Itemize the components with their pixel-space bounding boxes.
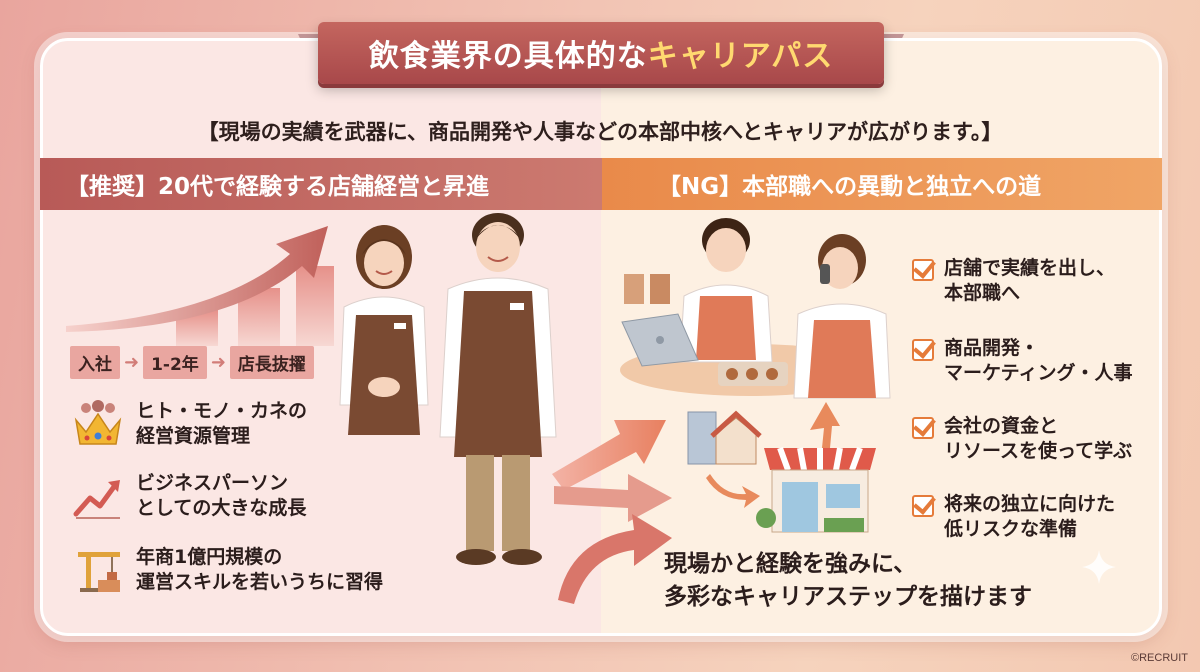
- feature-item: 年商1億円規模の 運営スキルを若いうちに習得: [72, 544, 383, 596]
- bottom-message-line: 現場かと経験を強みに、: [664, 551, 917, 577]
- checklist-line: 会社の資金と: [944, 415, 1059, 437]
- feature-line: 運営スキルを若いうちに習得: [136, 571, 384, 593]
- step-manager: 店長抜擢: [229, 346, 314, 379]
- arrow-right-icon: ➜: [124, 352, 140, 373]
- step-join: 入社: [70, 346, 120, 379]
- construction-crane-icon: [72, 544, 124, 596]
- feature-item: ビジネスパーソン としての大きな成長: [72, 470, 306, 522]
- sparkle-icon: [1082, 550, 1116, 584]
- left-section-header: 【推奨】20代で経験する店舗経営と昇進: [40, 158, 602, 210]
- checklist-item: 将来の独立に向けた 低リスクな準備: [912, 492, 1115, 542]
- feature-line: ヒト・モノ・カネの: [136, 400, 308, 423]
- step-years: 1-2年: [143, 346, 207, 379]
- checklist-line: 商品開発・: [944, 337, 1040, 359]
- page-title: 飲食業界の具体的なキャリアパス: [318, 22, 884, 84]
- right-section-header: 【NG】本部職への異動と独立への道: [602, 158, 1162, 210]
- title-highlight: キャリアパス: [647, 39, 834, 74]
- checklist-item: 商品開発・ マーケティング・人事: [912, 336, 1132, 386]
- checklist-line: 将来の独立に向けた: [944, 493, 1116, 515]
- growth-chart-icon: [72, 470, 124, 522]
- copyright: ©RECRUIT: [1131, 652, 1188, 664]
- title-main: 飲食業界の具体的な: [368, 39, 648, 74]
- feature-line: 年商1億円規模の: [136, 546, 283, 569]
- career-steps: 入社 ➜ 1-2年 ➜ 店長抜擢: [70, 346, 314, 379]
- feature-item: ヒト・モノ・カネの 経営資源管理: [72, 398, 307, 450]
- checklist-line: マーケティング・人事: [944, 362, 1133, 385]
- office-illustration: [620, 218, 891, 399]
- checklist-line: 店舗で実績を出し、: [944, 257, 1116, 279]
- transition-arrows: [552, 420, 672, 604]
- checkbox-checked-icon: [912, 417, 934, 439]
- arrow-right-icon: ➜: [210, 352, 226, 373]
- checklist-line: リソースを使って学ぶ: [944, 440, 1133, 463]
- checkbox-checked-icon: [912, 259, 934, 281]
- shop-illustration: [687, 402, 876, 533]
- content-card: [40, 38, 1162, 636]
- checkbox-checked-icon: [912, 495, 934, 517]
- bottom-message-line: 多彩なキャリアステップを描けます: [664, 584, 1032, 611]
- feature-line: ビジネスパーソン: [136, 472, 289, 495]
- woman-staff-icon: [339, 225, 429, 435]
- crown-icon: [72, 398, 124, 450]
- checklist-line: 本部職へ: [944, 282, 1021, 305]
- feature-line: 経営資源管理: [136, 425, 251, 447]
- feature-line: としての大きな成長: [136, 497, 307, 519]
- checkbox-checked-icon: [912, 339, 934, 361]
- man-staff-icon: [439, 213, 557, 565]
- subtitle: 【現場の実績を武器に、商品開発や人事などの本部中核へとキャリアが広がります。】: [197, 120, 1003, 144]
- checklist-line: 低リスクな準備: [944, 518, 1078, 541]
- checklist-item: 会社の資金と リソースを使って学ぶ: [912, 414, 1132, 464]
- checklist-item: 店舗で実績を出し、 本部職へ: [912, 256, 1115, 306]
- growth-arrow-illustration: [66, 226, 334, 346]
- staff-illustration: [339, 213, 557, 565]
- bottom-message: 現場かと経験を強みに、 多彩なキャリアステップを描けます: [664, 548, 1032, 615]
